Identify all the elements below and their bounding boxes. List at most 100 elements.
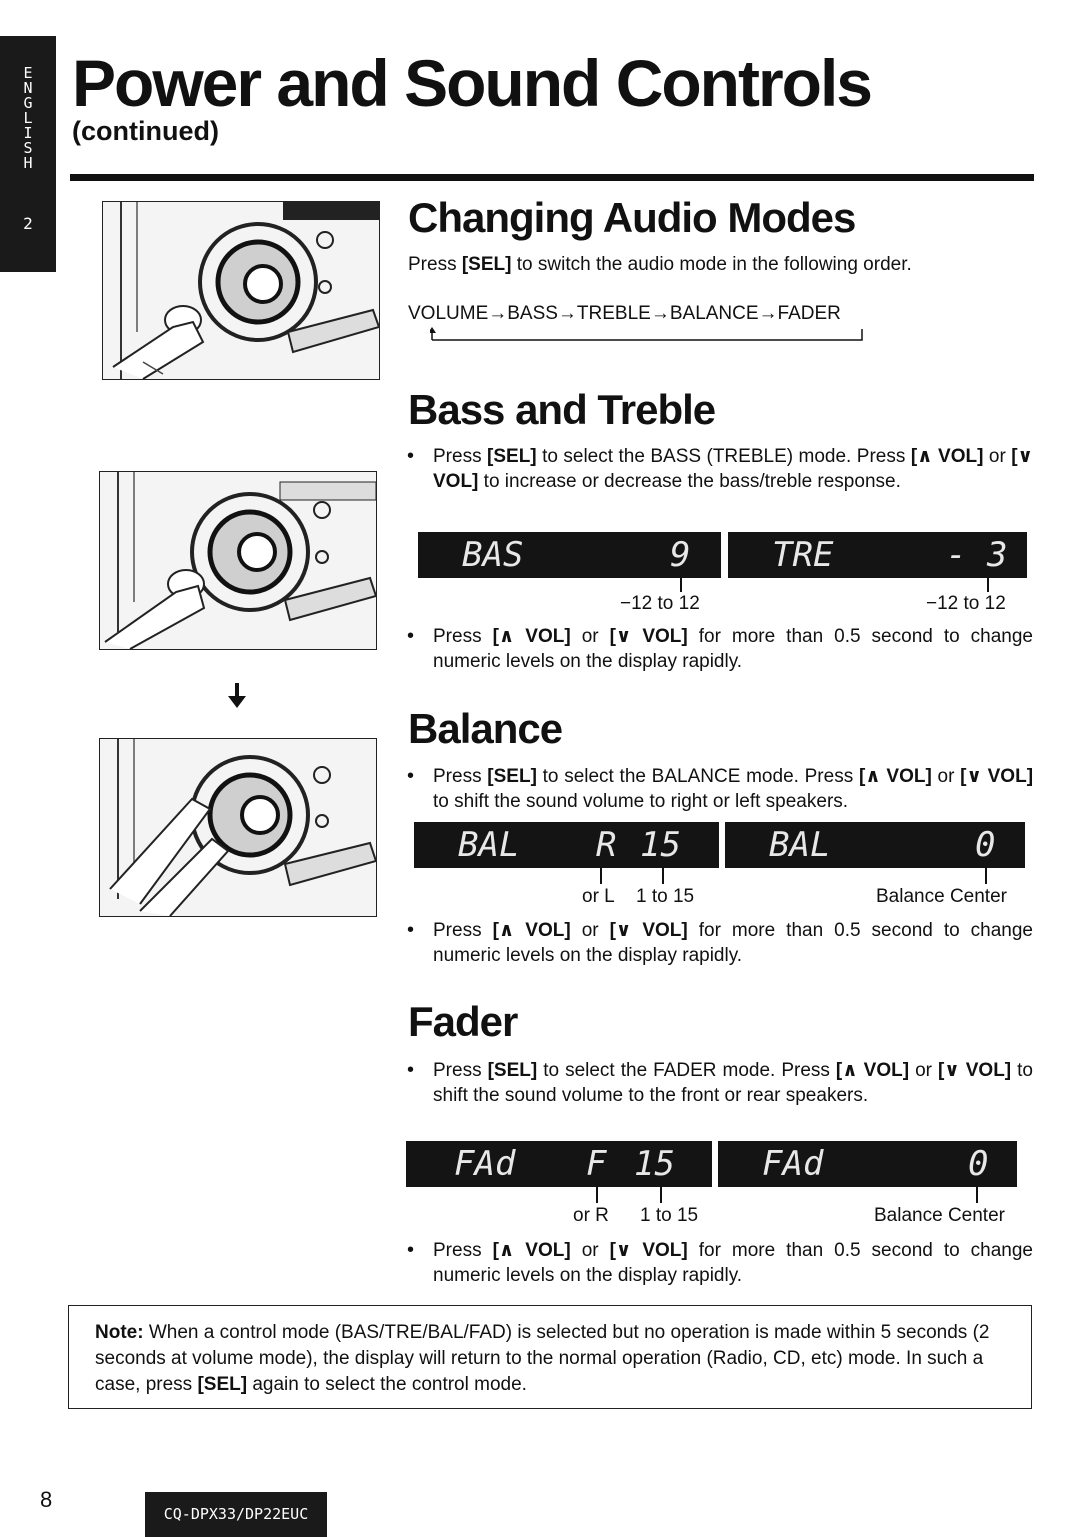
vol-up-key-label: [∧ VOL] xyxy=(910,446,984,467)
fader-display-value: 15 xyxy=(634,1144,675,1184)
fader-center-display: FAd 0 xyxy=(718,1141,1017,1187)
text: Press xyxy=(433,920,493,941)
text: to select the FADER mode. Press xyxy=(537,1060,836,1081)
vol-down-key-label: [∨ VOL] xyxy=(609,920,688,941)
vol-up-key-label: [∧ VOL] xyxy=(835,1060,910,1081)
text: or xyxy=(909,1060,938,1081)
fader-display-label: FAd xyxy=(454,1144,516,1184)
text: Press xyxy=(433,1240,493,1261)
sel-button-illustration-2 xyxy=(99,471,377,650)
vol-up-key-label: [∧ VOL] xyxy=(492,920,571,941)
balance-instruction: Press [SEL] to select the BALANCE mode. … xyxy=(407,764,1034,814)
balance-value-pointer xyxy=(662,868,664,884)
text: for more than 0.5 second to change numer… xyxy=(433,920,1033,966)
balance-rapid-tip: Press [∧ VOL] or [∨ VOL] for more than 0… xyxy=(407,918,1033,968)
balance-center-caption: Balance Center xyxy=(876,886,1007,907)
sel-button-illustration-1 xyxy=(102,201,380,380)
text: Press xyxy=(433,446,488,467)
bass-treble-instruction: Press [SEL] to select the BASS (TREBLE) … xyxy=(407,444,1033,494)
fader-range-caption: 1 to 15 xyxy=(640,1205,699,1226)
balance-center-label: BAL xyxy=(769,825,831,865)
balance-center-display: BAL 0 xyxy=(725,822,1025,868)
fader-offset-display: FAd F 15 xyxy=(406,1141,712,1187)
tab-letter: E xyxy=(23,64,33,82)
tab-letter: N xyxy=(23,79,33,97)
balance-display-value: 15 xyxy=(640,825,681,865)
fader-side-caption: or R xyxy=(573,1205,609,1226)
bass-display: BAS 9 xyxy=(418,532,721,578)
vol-down-key-label: [∨ VOL] xyxy=(609,626,688,647)
text: to select the BASS (TREBLE) mode. Press xyxy=(536,446,911,467)
text: to select the BALANCE mode. Press xyxy=(536,766,859,787)
balance-side-caption: or L xyxy=(582,886,615,907)
treble-display: TRE - 3 xyxy=(728,532,1027,578)
text: or xyxy=(931,766,961,787)
tab-letter: H xyxy=(23,154,33,172)
vol-down-key-label: [∨ VOL] xyxy=(433,446,1033,492)
vol-up-key-label: [∧ VOL] xyxy=(492,1240,571,1261)
text: to shift the sound volume to the front o… xyxy=(433,1060,1033,1106)
note-label: Note: xyxy=(95,1322,144,1343)
loop-back-arrow-icon xyxy=(430,327,863,341)
text: to shift the sound volume to right or le… xyxy=(433,791,849,812)
language-side-tab: E N G L I S H 2 xyxy=(0,36,56,272)
treble-display-label: TRE xyxy=(772,535,834,575)
bass-display-label: BAS xyxy=(462,535,524,575)
page-title: Power and Sound Controls xyxy=(72,46,873,120)
text: again to select the control mode. xyxy=(247,1374,527,1395)
balance-display-label: BAL xyxy=(458,825,520,865)
text: Press xyxy=(433,626,493,647)
text: or xyxy=(570,1240,610,1261)
balance-range-caption: 1 to 15 xyxy=(636,886,695,907)
balance-offset-display: BAL R 15 xyxy=(414,822,719,868)
header-divider xyxy=(70,174,1034,181)
text: Press xyxy=(433,766,488,787)
bass-treble-rapid-tip: Press [∧ VOL] or [∨ VOL] for more than 0… xyxy=(407,624,1033,674)
bass-range-caption: −12 to 12 xyxy=(620,593,700,614)
text: or xyxy=(570,626,610,647)
note-box: Note: When a control mode (BAS/TRE/BAL/F… xyxy=(68,1305,1032,1409)
text: or xyxy=(983,446,1012,467)
vol-down-key-label: [∨ VOL] xyxy=(609,1240,688,1261)
text: When a control mode (BAS/TRE/BAL/FAD) is… xyxy=(95,1322,990,1395)
tab-letter: L xyxy=(23,109,33,127)
treble-display-value: - 3 xyxy=(946,535,1008,575)
fader-instruction: Press [SEL] to select the FADER mode. Pr… xyxy=(407,1058,1033,1108)
note-text: Note: When a control mode (BAS/TRE/BAL/F… xyxy=(95,1320,1011,1398)
fader-center-label: FAd xyxy=(762,1144,824,1184)
model-number-badge: CQ-DPX33/DP22EUC xyxy=(145,1492,327,1537)
bass-value-pointer xyxy=(680,578,682,592)
tab-letter: S xyxy=(23,139,33,157)
section-heading-fader: Fader xyxy=(408,998,518,1045)
audio-mode-sequence: VOLUME→BASS→TREBLE→BALANCE→FADER xyxy=(408,303,841,324)
section-heading-audio-modes: Changing Audio Modes xyxy=(408,194,856,241)
sel-key-label: [SEL] xyxy=(487,1060,538,1081)
vol-down-key-label: [∨ VOL] xyxy=(960,766,1034,787)
section-heading-balance: Balance xyxy=(408,705,563,752)
fader-center-caption: Balance Center xyxy=(874,1205,1005,1226)
text: for more than 0.5 second to change numer… xyxy=(433,626,1033,672)
sel-key-label: [SEL] xyxy=(461,254,512,275)
fader-center-pointer xyxy=(976,1187,978,1203)
balance-center-value: 0 xyxy=(975,825,996,865)
vol-up-key-label: [∧ VOL] xyxy=(858,766,932,787)
tab-letter: G xyxy=(23,94,33,112)
text: for more than 0.5 second to change numer… xyxy=(433,1240,1033,1286)
page-number: 8 xyxy=(40,1487,53,1512)
balance-center-pointer xyxy=(985,868,987,884)
bass-display-value: 9 xyxy=(670,535,691,575)
fader-value-pointer xyxy=(660,1187,662,1203)
language-letters: E N G L I S H xyxy=(0,66,56,171)
text: to switch the audio mode in the followin… xyxy=(511,254,912,275)
sel-key-label: [SEL] xyxy=(197,1374,248,1395)
text: or xyxy=(570,920,610,941)
fader-side-pointer xyxy=(596,1187,598,1203)
vol-button-illustration xyxy=(99,738,377,917)
sel-key-label: [SEL] xyxy=(487,446,537,467)
text: to increase or decrease the bass/treble … xyxy=(478,471,901,492)
text: Press xyxy=(433,1060,488,1081)
treble-range-caption: −12 to 12 xyxy=(926,593,1006,614)
vol-up-key-label: [∧ VOL] xyxy=(492,626,571,647)
fader-center-value: 0 xyxy=(968,1144,989,1184)
audio-modes-intro: Press [SEL] to switch the audio mode in … xyxy=(408,252,1028,277)
